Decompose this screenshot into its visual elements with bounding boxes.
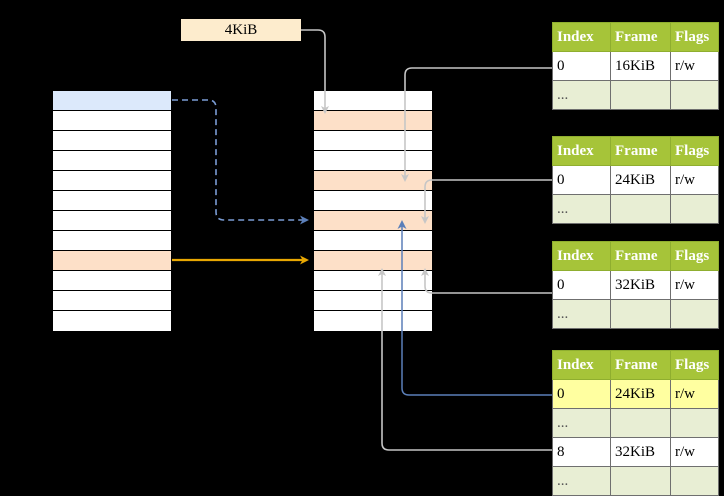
page-table-3-r0-c0: 0: [552, 270, 611, 300]
left-cell-row-0: [53, 91, 171, 111]
page-table-4-r3-c0: ...: [552, 466, 611, 496]
middle-cell-row-0: [314, 91, 432, 111]
middle-cell-row-7: [314, 231, 432, 251]
middle-cell-row-2: [314, 131, 432, 151]
page-table-1-header-frame: Frame: [610, 22, 671, 52]
page-table-4-r0-c1: 24KiB: [610, 379, 671, 409]
page-size-label: 4KiB: [181, 19, 301, 41]
page-table-4-header-flags: Flags: [670, 350, 719, 380]
page-table-4-header-frame: Frame: [610, 350, 671, 380]
middle-cell-row-3: [314, 151, 432, 171]
page-table-3-r1-c0: ...: [552, 299, 611, 329]
page-table-3-row: ...: [552, 299, 719, 329]
page-table-4-r2-c2: r/w: [670, 437, 719, 467]
wire-pt2-to-middle: [421, 179, 552, 224]
left-cell-row-9: [53, 271, 171, 291]
page-table-4-r0-c0: 0: [552, 379, 611, 409]
page-table-2-r1-c2: [670, 194, 719, 224]
page-table-2-r0-c1: 24KiB: [610, 165, 671, 195]
page-table-4-r2-c0: 8: [552, 437, 611, 467]
page-table-2-r1-c1: [610, 194, 671, 224]
middle-cell-row-9: [314, 271, 432, 291]
page-table-2-header-index: Index: [552, 136, 611, 166]
left-cell-row-3: [53, 151, 171, 171]
middle-cell-row-4: [314, 171, 432, 191]
left-memory-column: [52, 90, 172, 331]
wire-left-blue-to-middle: [172, 99, 309, 225]
middle-memory-column: [313, 90, 433, 331]
page-table-3-header-index: Index: [552, 241, 611, 271]
page-table-2-r1-c0: ...: [552, 194, 611, 224]
page-table-1-r0-c0: 0: [552, 51, 611, 81]
page-table-1-row: ...: [552, 80, 719, 110]
page-table-2-r0-c0: 0: [552, 165, 611, 195]
middle-cell-row-10: [314, 291, 432, 311]
page-table-1-r1-c1: [610, 80, 671, 110]
page-table-1-r0-c2: r/w: [670, 51, 719, 81]
page-table-4-header-index: Index: [552, 350, 611, 380]
left-cell-row-7: [53, 231, 171, 251]
page-table-3-r1-c2: [670, 299, 719, 329]
page-table-4-row: ...: [552, 408, 719, 438]
middle-cell-row-1: [314, 111, 432, 131]
page-table-3-r0-c1: 32KiB: [610, 270, 671, 300]
wire-pt3-to-middle: [421, 268, 552, 294]
page-table-3-header-flags: Flags: [670, 241, 719, 271]
left-cell-row-10: [53, 291, 171, 311]
left-cell-row-11: [53, 311, 171, 331]
middle-cell-row-11: [314, 311, 432, 331]
page-table-3-header-frame: Frame: [610, 241, 671, 271]
page-table-4-r1-c1: [610, 408, 671, 438]
page-table-2-header-flags: Flags: [670, 136, 719, 166]
left-cell-row-6: [53, 211, 171, 231]
page-table-1-header-index: Index: [552, 22, 611, 52]
page-table-4-r3-c2: [670, 466, 719, 496]
middle-cell-row-6: [314, 211, 432, 231]
left-cell-row-4: [53, 171, 171, 191]
page-table-3-r0-c2: r/w: [670, 270, 719, 300]
middle-cell-row-5: [314, 191, 432, 211]
page-table-1-r1-c2: [670, 80, 719, 110]
page-table-4-r1-c2: [670, 408, 719, 438]
page-table-1-r1-c0: ...: [552, 80, 611, 110]
page-table-2-row: ...: [552, 194, 719, 224]
middle-cell-row-8: [314, 251, 432, 271]
page-table-4-row: ...: [552, 466, 719, 496]
left-cell-row-8: [53, 251, 171, 271]
page-table-4-r3-c1: [610, 466, 671, 496]
page-table-2-header-frame: Frame: [610, 136, 671, 166]
left-cell-row-1: [53, 111, 171, 131]
page-table-3-r1-c1: [610, 299, 671, 329]
page-table-2-r0-c2: r/w: [670, 165, 719, 195]
left-cell-row-5: [53, 191, 171, 211]
page-table-4-r2-c1: 32KiB: [610, 437, 671, 467]
left-cell-row-2: [53, 131, 171, 151]
page-table-4-r0-c2: r/w: [670, 379, 719, 409]
page-table-1-r0-c1: 16KiB: [610, 51, 671, 81]
page-table-4-r1-c0: ...: [552, 408, 611, 438]
page-table-1-header-flags: Flags: [670, 22, 719, 52]
